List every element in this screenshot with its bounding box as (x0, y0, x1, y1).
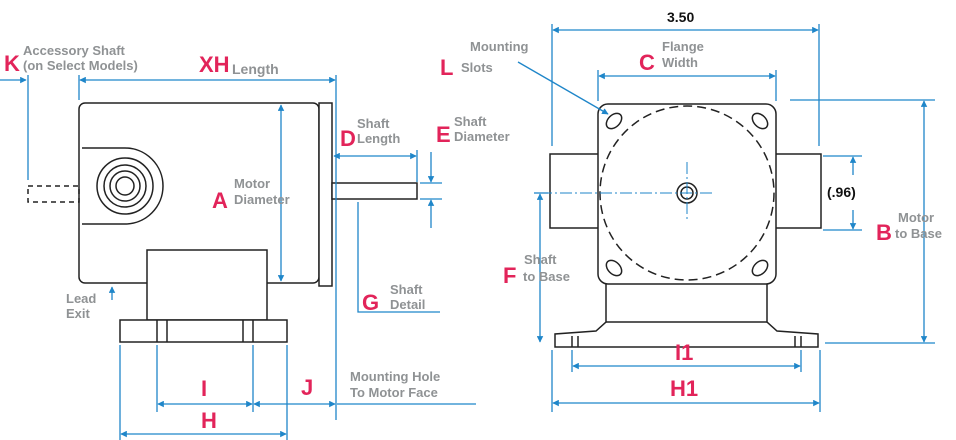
label-d-text: Shaft (357, 116, 390, 131)
label-h1-letter: H1 (670, 376, 699, 401)
label-a-text2: Diameter (234, 192, 290, 207)
mounting-slot-bl (605, 259, 623, 277)
label-i-letter: I (201, 376, 208, 401)
label-i1-letter: I1 (675, 340, 694, 365)
output-shaft (331, 182, 418, 200)
label-c-text2: Width (662, 55, 698, 70)
accessory-shaft-dashed (27, 185, 80, 203)
mounting-slot-br (751, 259, 769, 277)
conduit-ring-inner (109, 170, 141, 202)
side-view (27, 102, 418, 343)
label-mounting-hole-2: To Motor Face (350, 385, 438, 400)
front-view-dimensions (517, 24, 935, 412)
label-l-text: Mounting (470, 39, 529, 54)
conduit-ring-outer (96, 157, 154, 215)
label-e-text2: Diameter (454, 129, 510, 144)
side-view-dimensions (0, 75, 476, 440)
label-center-96: (.96) (827, 184, 856, 200)
front-base-bracket (554, 280, 819, 348)
label-l-letter: L (440, 55, 454, 80)
label-k-letter: K (4, 51, 20, 76)
side-housing-left (549, 153, 601, 229)
label-k-text: Accessory Shaft (23, 43, 125, 58)
label-xh-text: Length (232, 61, 279, 77)
label-mounting-hole: Mounting Hole (350, 369, 441, 384)
label-l-text2: Slots (461, 60, 493, 75)
label-d-letter: D (340, 126, 356, 151)
mounting-foot-block (146, 249, 268, 321)
dim-g-leader (357, 202, 440, 313)
label-a-letter: A (212, 188, 228, 213)
label-g-letter: G (362, 290, 380, 315)
dim-l-leader (517, 61, 609, 115)
label-xh-letter: XH (199, 52, 230, 77)
label-lead-exit-2: Exit (66, 306, 90, 321)
label-g-text2: Detail (390, 297, 426, 312)
label-e-text: Shaft (454, 114, 487, 129)
label-g-text: Shaft (390, 282, 423, 297)
label-f-text2: to Base (523, 269, 570, 284)
label-b-letter: B (876, 220, 892, 245)
mounting-base-plate (119, 319, 288, 343)
label-f-text: Shaft (524, 252, 557, 267)
label-e-letter: E (436, 122, 451, 147)
label-f-letter: F (503, 263, 517, 288)
mounting-slot-tl (605, 112, 623, 130)
motor-face-flange (318, 102, 333, 287)
label-d-text2: Length (357, 131, 401, 146)
label-lead-exit: Lead (66, 291, 97, 306)
label-b-text2: to Base (895, 226, 942, 241)
label-j-letter: J (301, 375, 314, 400)
label-c-letter: C (639, 50, 655, 75)
conduit-ring-mid (103, 164, 147, 208)
front-view (549, 103, 822, 348)
front-view-centerlines (540, 162, 715, 222)
label-k-text2: (on Select Models) (23, 58, 138, 73)
side-housing-right (770, 153, 822, 229)
label-width-350: 3.50 (667, 9, 695, 25)
label-h-letter: H (201, 408, 217, 433)
label-a-text: Motor (234, 176, 271, 191)
mounting-slot-tr (751, 112, 769, 130)
label-c-text: Flange (662, 39, 704, 54)
conduit-ring-core (115, 176, 135, 196)
label-b-text: Motor (898, 210, 935, 225)
